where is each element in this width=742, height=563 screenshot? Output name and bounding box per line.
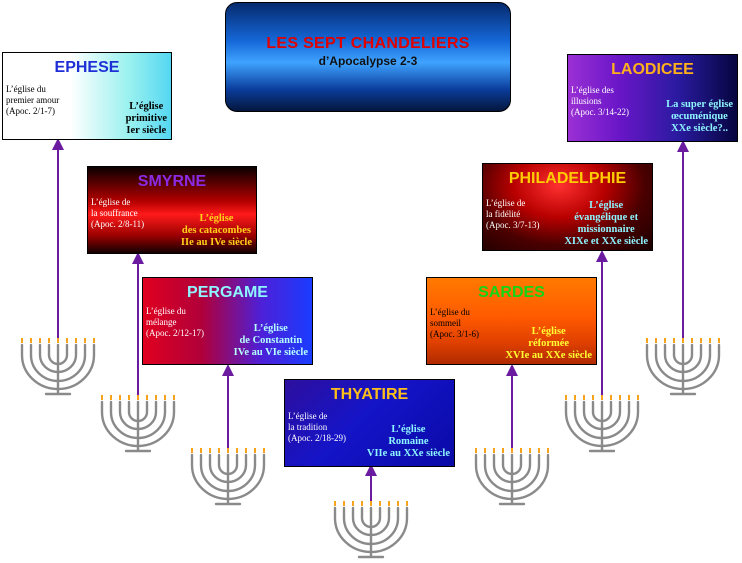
- church-name: EPHESE: [54, 59, 120, 76]
- church-description: L’église de la fidélité (Apoc. 3/7-13): [486, 198, 540, 230]
- church-name: LAODICEE: [611, 61, 694, 78]
- church-era: L’église primitive Ier siècle: [125, 101, 167, 136]
- church-era: La super église œcuménique XXe siècle?..: [666, 99, 733, 134]
- menorah-icon-pergame: [189, 446, 267, 506]
- church-name: PHILADELPHIE: [508, 170, 627, 187]
- menorah-icon-philadelphie: [563, 393, 641, 453]
- church-description: L’église du sommeil (Apoc. 3/1-6): [430, 307, 479, 339]
- church-era: L’église de Constantin IVe au VIe siècle: [233, 323, 308, 358]
- church-description: L’église du premier amour (Apoc. 2/1-7): [6, 84, 60, 116]
- church-box-smyrne: SMYRNE L’église de la souffrance (Apoc. …: [87, 166, 257, 254]
- church-name: SMYRNE: [137, 173, 207, 190]
- diagram-title: LES SEPT CHANDELIERS: [266, 35, 470, 52]
- menorah-icon-smyrne: [99, 393, 177, 453]
- church-name: PERGAME: [187, 284, 268, 301]
- church-description: L’église du mélange (Apoc. 2/12-17): [146, 306, 204, 338]
- menorah-icon-sardes: [473, 446, 551, 506]
- diagram-subtitle: d’Apocalypse 2-3: [318, 54, 418, 68]
- church-era: L’église des catacombes IIe au IVe siècl…: [180, 213, 252, 248]
- church-box-pergame: PERGAME L’église du mélange (Apoc. 2/12-…: [142, 277, 313, 365]
- church-description: L’église des illusions (Apoc. 3/14-22): [571, 85, 629, 117]
- church-box-ephese: EPHESE L’église du premier amour (Apoc. …: [2, 52, 172, 140]
- menorah-icon-laodicee: [644, 336, 722, 396]
- title-box: LES SEPT CHANDELIERS d’Apocalypse 2-3: [225, 2, 511, 112]
- church-box-laodicee: LAODICEE L’église des illusions (Apoc. 3…: [567, 54, 738, 142]
- menorah-icon-thyatire: [332, 499, 410, 559]
- church-description: L’église de la souffrance (Apoc. 2/8-11): [91, 197, 145, 229]
- church-box-thyatire: THYATIRE L’église de la tradition (Apoc.…: [284, 379, 455, 467]
- church-era: L’église réformée XVIe au XXe siècle: [505, 326, 592, 361]
- menorah-icon-ephese: [19, 336, 97, 396]
- church-box-sardes: SARDES L’église du sommeil (Apoc. 3/1-6)…: [426, 277, 597, 365]
- church-description: L’église de la tradition (Apoc. 2/18-29): [288, 411, 346, 443]
- church-era: L’église Romaine VIIe au XXe siècle: [366, 424, 450, 459]
- church-box-philadelphie: PHILADELPHIE L’église de la fidélité (Ap…: [482, 163, 653, 251]
- church-era: L’église évangélique et missionnaire XIX…: [564, 200, 648, 247]
- church-name: THYATIRE: [330, 386, 409, 403]
- church-name: SARDES: [478, 284, 545, 301]
